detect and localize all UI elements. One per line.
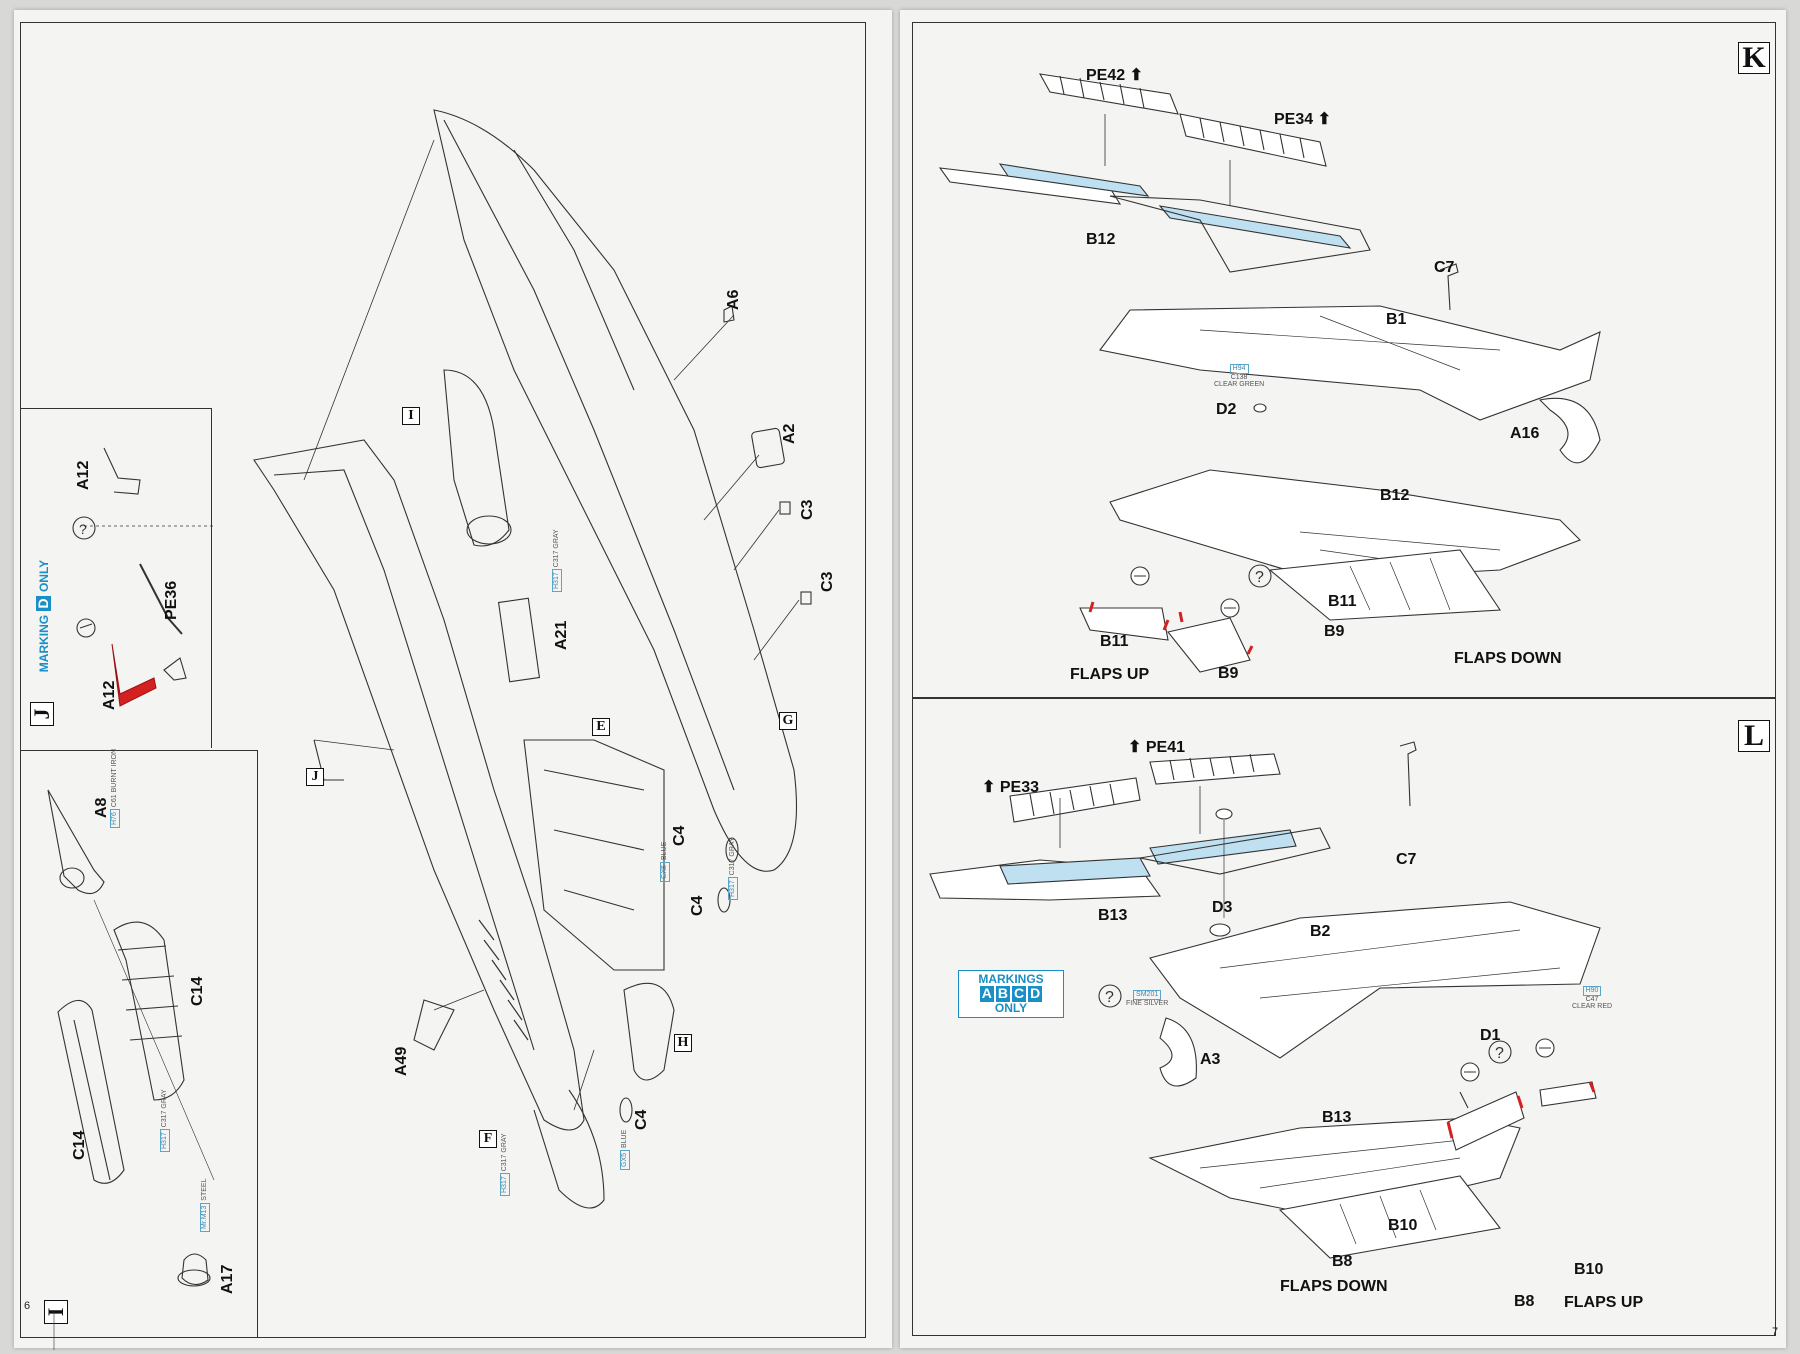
paint-callout-clear-green: H94 C138 CLEAR GREEN xyxy=(1214,364,1264,389)
part-label-B11: B11 xyxy=(1328,593,1357,610)
marking-letter-A: A xyxy=(979,985,994,1002)
markings-suffix: ONLY xyxy=(994,1000,1028,1015)
paint-code-alt: C138 xyxy=(1230,373,1248,381)
markings-heading: MARKINGS xyxy=(978,972,1044,986)
ref-box-F: F xyxy=(479,1130,497,1148)
instruction-page-right: K L xyxy=(900,10,1786,1348)
part-label-D3: D3 xyxy=(1212,899,1233,916)
part-label-C7: C7 xyxy=(1434,259,1455,276)
part-label-B8: B8 xyxy=(1514,1293,1535,1310)
part-label-B13: B13 xyxy=(1098,907,1128,924)
part-label-B12: B12 xyxy=(1086,231,1116,248)
part-label-B10: B10 xyxy=(1388,1217,1418,1234)
section-label-K: K xyxy=(1738,42,1770,74)
flaps-down-label: FLAPS DOWN xyxy=(1454,650,1562,667)
section-frame-K xyxy=(912,22,1776,698)
part-label-PE34: PE34 ⬆︎ xyxy=(1274,111,1331,128)
flip-arrow-icon: ⬆︎ xyxy=(1317,111,1331,128)
paint-code: H94 xyxy=(1229,364,1249,374)
section-L-drawing: ? ? xyxy=(929,741,1601,1259)
paint-code-alt: C47 xyxy=(1585,995,1599,1003)
page-number: 6 xyxy=(24,1300,31,1312)
marking-letter-D: D xyxy=(1028,985,1043,1002)
part-label-B11: B11 xyxy=(1100,633,1129,650)
inset-frame-J xyxy=(20,408,212,748)
flip-arrow-icon: ⬆︎ xyxy=(982,779,996,796)
paint-name: CLEAR GREEN xyxy=(1214,381,1265,389)
part-label-C7: C7 xyxy=(1396,851,1417,868)
section-label-L: L xyxy=(1738,720,1770,752)
paint-code: H90 xyxy=(1582,986,1602,996)
page-frame xyxy=(20,22,866,1338)
part-label-PE33: ⬆︎ PE33 xyxy=(982,779,1039,796)
svg-text:?: ? xyxy=(79,521,87,537)
inset-I-drawing xyxy=(47,789,215,1350)
fuselage-assembly-drawing xyxy=(253,109,812,1209)
paint-name: CLEAR RED xyxy=(1572,1003,1613,1011)
svg-text:?: ? xyxy=(1495,1045,1504,1062)
svg-text:?: ? xyxy=(1105,989,1114,1006)
inset-J-drawing: ? xyxy=(72,447,214,707)
ref-box-G: G xyxy=(779,712,797,730)
part-label-B10: B10 xyxy=(1574,1261,1604,1278)
section-K-drawing: ? xyxy=(938,73,1601,673)
part-label-PE42: PE42 ⬆︎ xyxy=(1086,67,1143,84)
part-label-PE41: ⬆︎ PE41 xyxy=(1128,739,1185,756)
flip-arrow-icon: ⬆︎ xyxy=(1128,739,1142,756)
part-label-D1: D1 xyxy=(1480,1027,1501,1044)
ref-box-H: H xyxy=(674,1034,692,1052)
part-label-B9: B9 xyxy=(1324,623,1345,640)
flaps-up-label: FLAPS UP xyxy=(1070,666,1150,683)
flip-arrow-icon: ⬆︎ xyxy=(1129,67,1143,84)
part-label-B12: B12 xyxy=(1380,487,1410,504)
page-number: 7 xyxy=(1772,1326,1779,1338)
part-label-A3: A3 xyxy=(1200,1051,1221,1068)
flaps-up-label: FLAPS UP xyxy=(1564,1294,1644,1311)
ref-box-J: J xyxy=(306,768,324,786)
paint-name: FINE SILVER xyxy=(1126,999,1169,1007)
section-frame-L xyxy=(912,698,1776,1336)
paint-callout-clear-red: H90 C47 CLEAR RED xyxy=(1572,986,1612,1011)
ref-box-E: E xyxy=(592,718,610,736)
svg-text:?: ? xyxy=(1255,569,1264,586)
part-label-B2: B2 xyxy=(1310,923,1331,940)
marking-letter-B: B xyxy=(995,985,1010,1002)
part-label-B1: B1 xyxy=(1386,311,1407,328)
marking-letter-C: C xyxy=(1012,985,1027,1002)
inset-frame-I xyxy=(20,750,258,1338)
part-label-B13: B13 xyxy=(1322,1109,1352,1126)
flaps-down-label: FLAPS DOWN xyxy=(1280,1278,1388,1295)
ref-box-I: I xyxy=(402,407,420,425)
part-label-D2: D2 xyxy=(1216,401,1237,418)
paint-callout-fine-silver: SM201 FINE SILVER xyxy=(1126,990,1168,1007)
part-label-B9: B9 xyxy=(1218,665,1239,682)
instruction-page-left: I J E G H F A6 A2 C3 C3 A21 C4 C4 C4 A49… xyxy=(14,10,892,1350)
part-label-A16: A16 xyxy=(1510,425,1540,442)
paint-code: SM201 xyxy=(1133,990,1162,1000)
part-label-B8: B8 xyxy=(1332,1253,1353,1270)
